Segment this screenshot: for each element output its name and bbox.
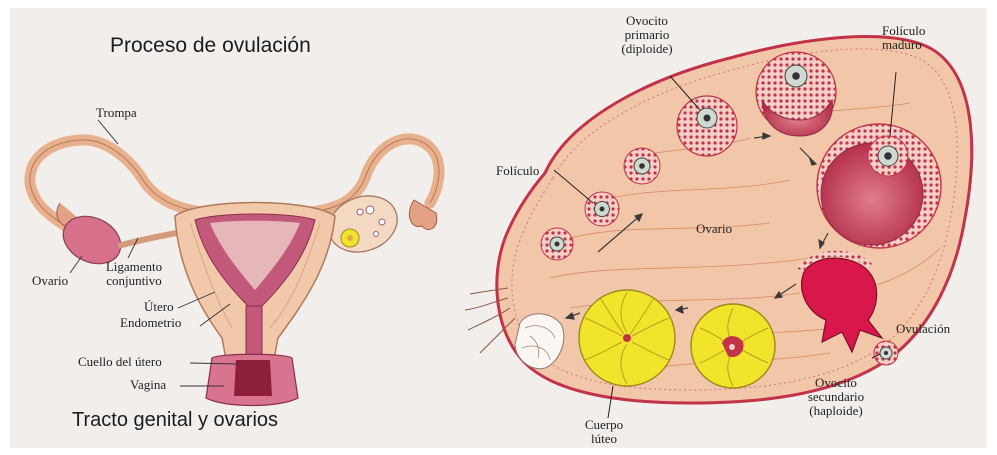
- label-ovocito-primario-line2: primario: [612, 28, 682, 42]
- bottom-title: Tracto genital y ovarios: [72, 409, 278, 432]
- follicle-small-2: [585, 192, 619, 226]
- label-ligamento-line1: Ligamento: [84, 260, 184, 274]
- label-cuerpo-luteo-line1: Cuerpo: [574, 418, 634, 432]
- follicle-small-1: [541, 228, 573, 260]
- label-endometrio: Endometrio: [120, 316, 181, 330]
- label-ovocito-secundario-line3: (haploide): [796, 404, 876, 418]
- diagram-board: Proceso de ovulación Tracto genital y ov…: [10, 8, 987, 448]
- corpus-luteum-mature: [579, 290, 675, 386]
- label-ovocito-primario-line1: Ovocito: [612, 14, 682, 28]
- label-ovocito-secundario-line2: secundario: [796, 390, 876, 404]
- label-vagina: Vagina: [130, 378, 166, 392]
- primary-oocyte-follicle: [677, 96, 737, 156]
- label-utero: Útero: [144, 300, 174, 314]
- label-foliculo-maduro-line2: maduro: [882, 38, 925, 52]
- label-cuerpo-luteo-line2: lúteo: [574, 432, 634, 446]
- label-ovocito-primario-line3: (diploide): [612, 42, 682, 56]
- label-cuerpo-luteo: Cuerpo lúteo: [574, 418, 634, 446]
- label-ligamento: Ligamento conjuntivo: [84, 260, 184, 288]
- main-title: Proceso de ovulación: [110, 34, 311, 58]
- secondary-oocyte: [874, 341, 898, 365]
- label-trompa: Trompa: [96, 106, 137, 120]
- follicle-small-3: [624, 148, 660, 184]
- corpus-luteum-young: [691, 304, 775, 388]
- label-ovario-right: Ovario: [696, 222, 732, 236]
- label-ovocito-secundario: Ovocito secundario (haploide): [796, 376, 876, 418]
- label-foliculo-maduro-line1: Folículo: [882, 24, 925, 38]
- label-foliculo: Folículo: [496, 164, 539, 178]
- label-ovario-left: Ovario: [32, 274, 68, 288]
- label-ligamento-line2: conjuntivo: [84, 274, 184, 288]
- label-ovocito-secundario-line1: Ovocito: [796, 376, 876, 390]
- label-cuello: Cuello del útero: [78, 355, 162, 369]
- label-ovulacion: Ovulación: [896, 322, 950, 336]
- label-ovocito-primario: Ovocito primario (diploide): [612, 14, 682, 56]
- mature-follicle: [817, 124, 941, 248]
- label-foliculo-maduro: Folículo maduro: [882, 24, 925, 52]
